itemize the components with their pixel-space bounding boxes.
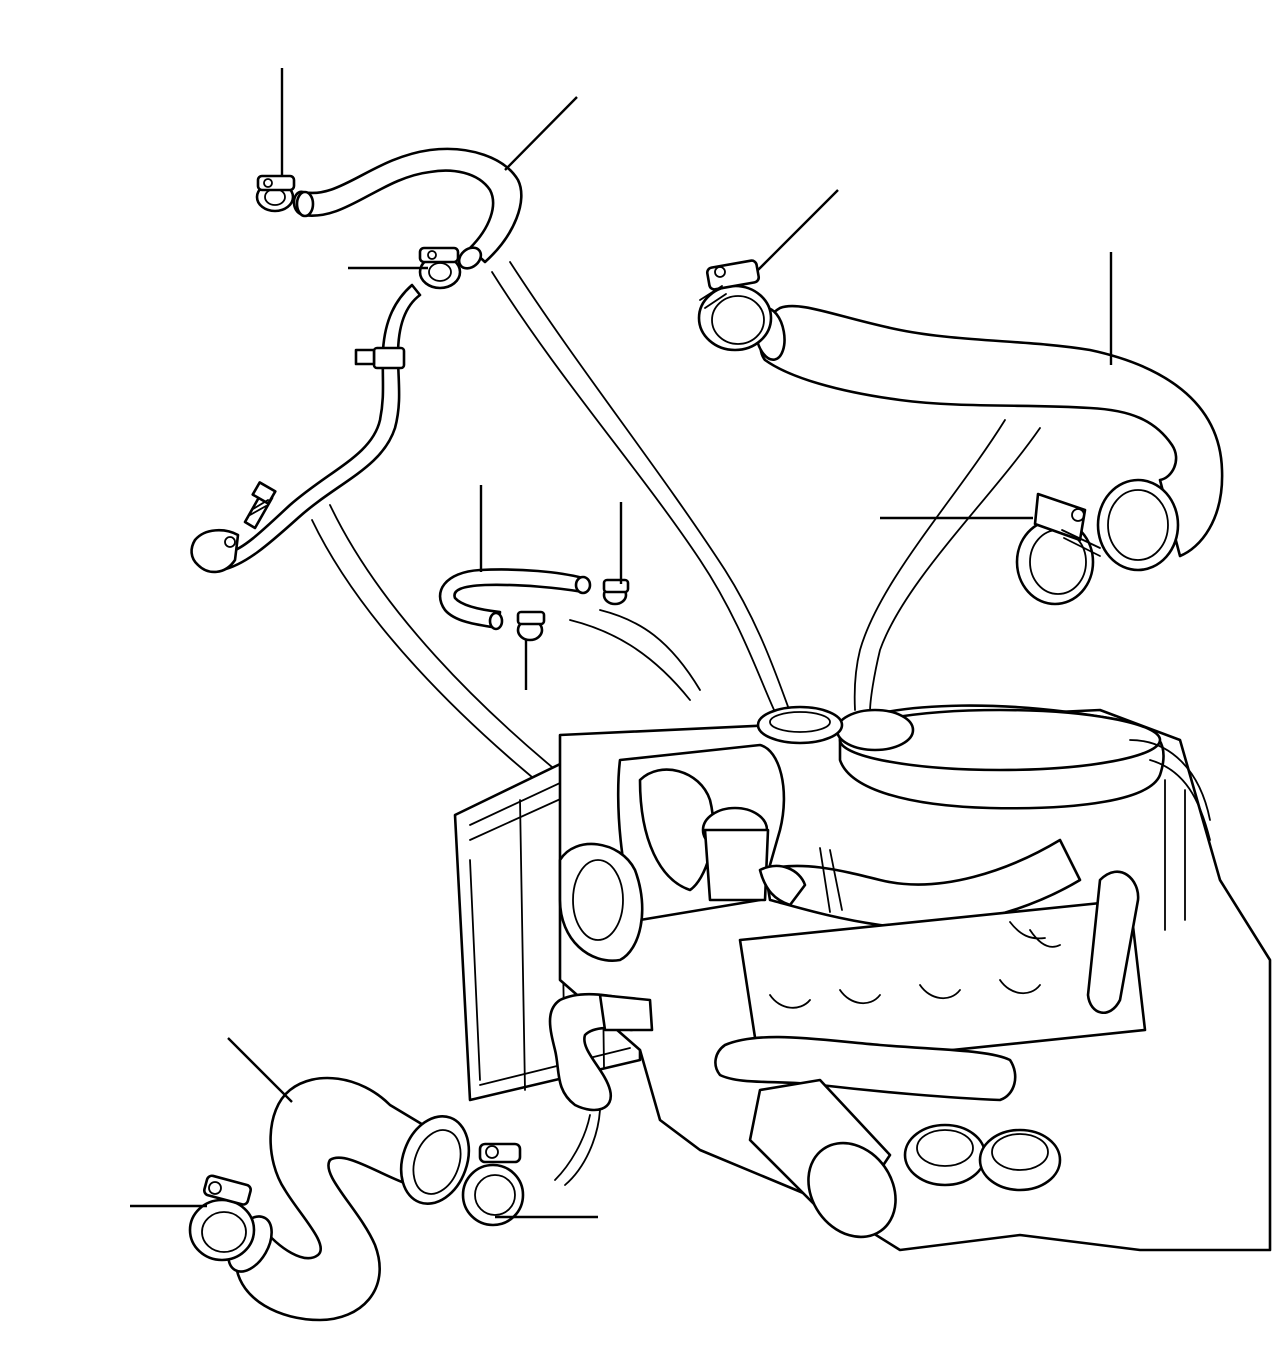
radiator-hose-bottom [227, 1076, 471, 1322]
bypass-hose-small [438, 568, 592, 631]
oil-filter [748, 1078, 897, 1239]
hose-clip-top-middle [418, 246, 462, 290]
bolt [243, 481, 277, 530]
radiator-hose-top [754, 304, 1224, 572]
hose-clip-small-left [516, 610, 546, 642]
lower-hose-middle [548, 992, 654, 1112]
air-cleaner [756, 704, 1165, 810]
hose-clamp-bottom-left [188, 1174, 256, 1262]
hose-clamp-right [1015, 492, 1101, 606]
hose-clamp-bottom-middle [461, 1142, 525, 1227]
leader-line-10 [227, 1037, 293, 1103]
leader-lines [130, 68, 1113, 1219]
engine-assembly [453, 704, 1272, 1252]
leader-line-4 [757, 189, 839, 271]
hose-clip-top-left [255, 174, 296, 213]
hose-clamp-top-right [697, 259, 773, 352]
heater-hose-top [292, 147, 523, 270]
hose-clip-small-right [602, 578, 630, 606]
leader-line-2 [504, 96, 578, 171]
metal-pipe-left [190, 283, 422, 574]
